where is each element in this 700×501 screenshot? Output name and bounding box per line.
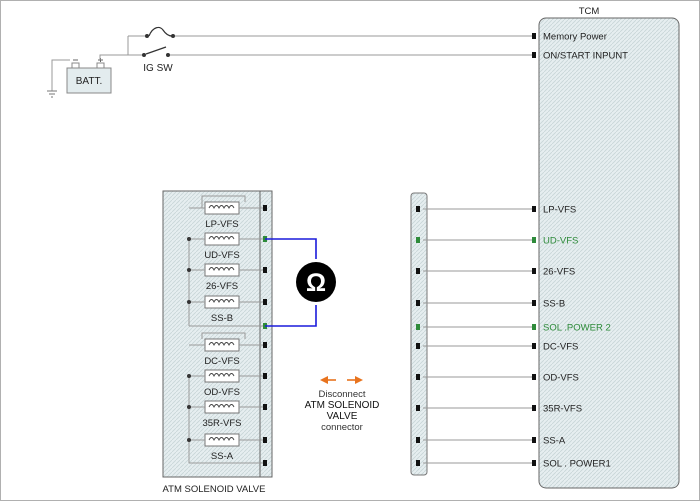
ohmmeter-circuit: Ω [265,238,336,327]
valve-pin [263,373,267,379]
power-supply-circuit: BATT. IG SW [47,26,533,98]
disconnect-note: Disconnect ATM SOLENOID VALVE connector [305,376,380,433]
harness-pin [416,300,420,306]
solenoid-label: LP-VFS [205,219,238,230]
tcm-pin-terminal [532,374,536,380]
tcm-pin-terminal [532,437,536,443]
tcm-title: TCM [579,6,600,17]
tcm-pin-label: OD-VFS [543,373,579,384]
harness-pin [416,460,420,466]
tcm-pin-terminal [532,237,536,243]
tcm-pin-terminal [532,343,536,349]
harness-pin [416,324,420,330]
note-line-2: ATM SOLENOID [305,400,380,411]
valve-pin [263,205,267,211]
note-line-3: VALVE [327,411,358,422]
harness-pin [416,343,420,349]
tcm-pin-terminal [532,206,536,212]
valve-title: ATM SOLENOID VALVE [163,484,266,495]
tcm-pin-label: SS-B [543,299,565,310]
tcm-pin-label: SOL . POWER1 [543,459,611,470]
tcm-pin-terminal [532,33,536,39]
tcm-pin-label: 26-VFS [543,267,575,278]
atm-solenoid-valve: LP-VFS UD-VFS 26-VFS SS-B DC-VFS OD-VFS 35R-VF… [162,190,273,495]
probe-lead-positive [265,238,317,259]
valve-pin [263,437,267,443]
tcm-pin-label: LP-VFS [543,205,576,216]
probe-lead-negative [265,305,317,327]
battery-label: BATT. [76,76,102,87]
harness-pin [416,268,420,274]
tcm-pin-label: SS-A [543,436,566,447]
valve-pin [263,267,267,273]
battery-icon [66,58,112,94]
tcm-pin-label: ON/START INPUNT [543,51,628,62]
solenoid-label: 26-VFS [206,281,238,292]
solenoid-label: SS-B [211,313,233,324]
tcm-body [538,17,680,489]
ignition-switch-label: IG SW [143,63,173,74]
note-line-1: Disconnect [319,389,366,400]
tcm-pin-label: UD-VFS [543,236,578,247]
valve-pin [263,342,267,348]
tcm-pin-label: 35R-VFS [543,404,582,415]
tcm-pin-terminal [532,300,536,306]
ground-icon [47,90,57,98]
solenoid-label: UD-VFS [204,250,239,261]
solenoid-label: SS-A [211,451,234,462]
tcm-pin-label: Memory Power [543,32,607,43]
fuse-icon [145,26,175,38]
valve-pin [263,460,267,466]
harness-pin [416,237,420,243]
ignition-switch-icon [142,46,170,57]
note-line-4: connector [321,422,363,433]
tcm-pin-label: SOL .POWER 2 [543,323,611,334]
solenoid-label: DC-VFS [204,356,239,367]
harness-pin [416,405,420,411]
tcm-pin-terminal [532,324,536,330]
ohmmeter-icon [296,262,336,302]
harness-pin [416,374,420,380]
tcm-pin-label: DC-VFS [543,342,578,353]
ohm-symbol: Ω [306,269,326,297]
valve-pin [263,299,267,305]
valve-pin [263,404,267,410]
ground-wire [51,59,70,91]
tcm-pin-terminal [532,268,536,274]
valve-connector [259,190,273,478]
double-arrow-icon [320,376,363,384]
harness-pin [416,206,420,212]
tcm-pin-terminal [532,405,536,411]
tcm-pin-terminal [532,460,536,466]
harness-pin [416,437,420,443]
solenoid-label: OD-VFS [204,387,240,398]
harness-connector [410,192,428,476]
solenoid-label: 35R-VFS [202,418,241,429]
tcm-pin-terminal [532,52,536,58]
